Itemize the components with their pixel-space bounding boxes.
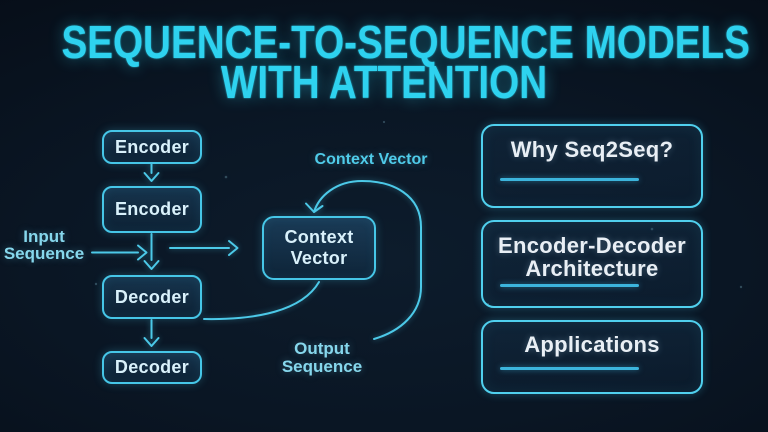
menu-item-underline bbox=[500, 178, 639, 181]
decoder-input-curve bbox=[203, 281, 320, 321]
menu-item-label: Encoder-Decoder Architecture bbox=[483, 234, 701, 280]
menu-item-label-line1: Encoder-Decoder bbox=[498, 233, 686, 258]
title-line-1: SEQUENCE-TO-SEQUENCE MODELS bbox=[61, 16, 750, 68]
node-label: Encoder bbox=[114, 199, 190, 219]
node-label: Decoder bbox=[114, 357, 190, 377]
menu-item-applications[interactable]: Applications bbox=[481, 320, 703, 394]
menu-item-label: Why Seq2Seq? bbox=[510, 137, 674, 162]
input-label-line2: Sequence bbox=[3, 244, 85, 263]
arrow-down-icon bbox=[143, 319, 160, 347]
menu-item-why-seq2seq[interactable]: Why Seq2Seq? bbox=[481, 124, 703, 208]
context-vector-label: Context Vector bbox=[314, 151, 428, 168]
node-label: Decoder bbox=[114, 286, 190, 307]
arrow-down-icon bbox=[143, 233, 160, 270]
node-encoder-1: Encoder bbox=[102, 130, 202, 164]
node-label: Encoder bbox=[114, 136, 190, 157]
arrow-right-icon bbox=[91, 244, 148, 261]
title-line-2: WITH ATTENTION bbox=[220, 56, 548, 108]
page-title: SEQUENCE-TO-SEQUENCE MODELS WITH ATTENTI… bbox=[0, 16, 768, 108]
output-sequence-label: Output Sequence bbox=[252, 340, 392, 376]
menu-item-underline bbox=[500, 284, 639, 287]
node-context-vector: Context Vector bbox=[262, 216, 376, 280]
node-encoder-2: Encoder bbox=[102, 186, 202, 233]
input-sequence-label: Input Sequence bbox=[1, 228, 87, 262]
node-decoder-1: Decoder bbox=[102, 275, 202, 319]
menu-item-underline bbox=[500, 367, 639, 370]
arrow-down-icon bbox=[143, 163, 160, 182]
menu-item-encoder-decoder-architecture[interactable]: Encoder-Decoder Architecture bbox=[481, 220, 703, 308]
node-label-line2: Vector bbox=[290, 248, 348, 268]
input-label-line1: Input bbox=[23, 227, 65, 246]
menu-item-label: Applications bbox=[524, 332, 660, 357]
menu-item-label-line2: Architecture bbox=[525, 256, 659, 281]
output-label-line1: Output bbox=[294, 339, 350, 358]
node-label-line1: Context bbox=[284, 227, 354, 247]
arrow-right-icon bbox=[169, 240, 239, 256]
node-decoder-2: Decoder bbox=[102, 351, 202, 384]
output-label-line2: Sequence bbox=[281, 357, 363, 376]
